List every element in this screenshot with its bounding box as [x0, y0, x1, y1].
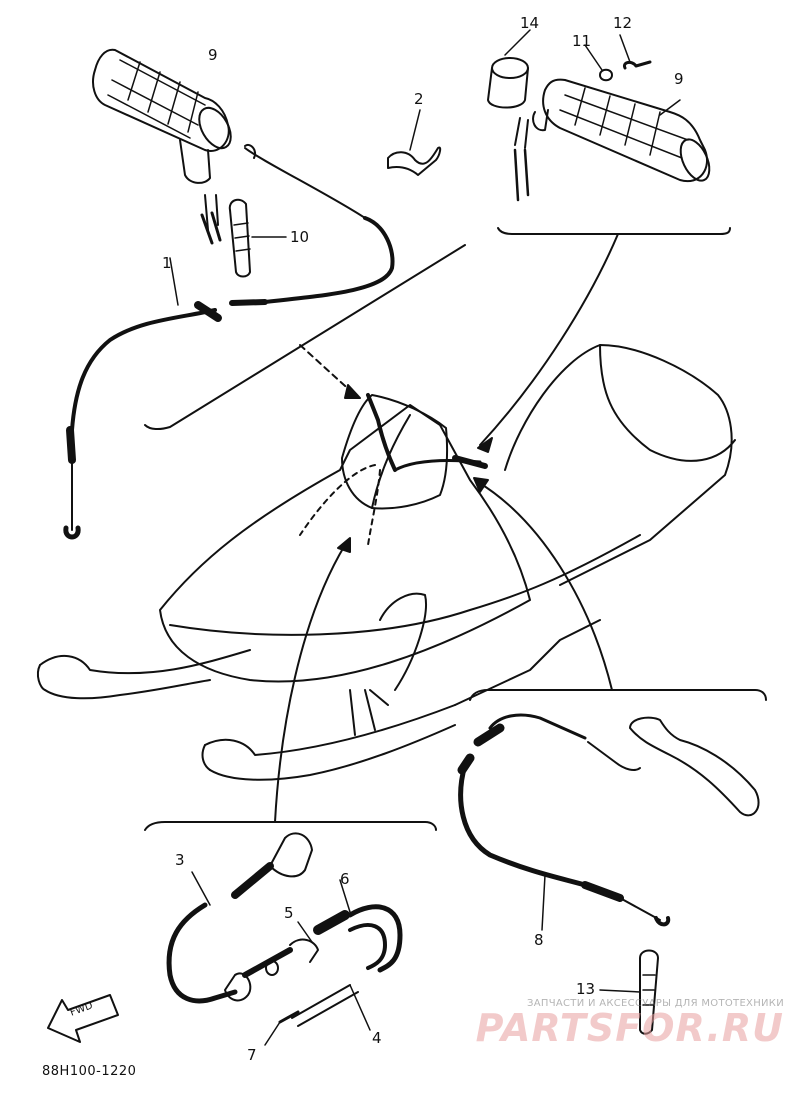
callout-plunger: 5 [284, 904, 294, 922]
callout-bolt: 12 [613, 14, 633, 32]
brake-cable-assembly-drawing [457, 713, 760, 931]
right-grip-assembly-drawing [487, 29, 711, 202]
callout-tie-wrap-top: 10 [290, 228, 310, 246]
callout-choke-wire: 4 [372, 1029, 382, 1047]
callout-choke-cable: 3 [175, 851, 185, 869]
clip-drawing [387, 109, 442, 176]
callout-hose: 6 [340, 870, 350, 888]
callout-grip-left: 9 [208, 46, 218, 64]
callout-clip: 2 [414, 90, 424, 108]
callout-brake-cable: 8 [534, 931, 544, 949]
throttle-cable-drawing [63, 144, 395, 540]
top-left-group-frame [144, 244, 466, 431]
bottom-left-group-frame [144, 537, 437, 831]
snowmobile-body [36, 344, 736, 781]
bottom-right-group-frame [469, 477, 767, 701]
callout-throttle-cable: 1 [162, 254, 172, 272]
callout-cap: 14 [520, 14, 540, 32]
choke-assembly-drawing [166, 832, 403, 1046]
diagram-code: 88H100-1220 [42, 1064, 137, 1079]
callout-wire-end: 7 [247, 1046, 257, 1064]
tie-wrap-top-drawing [228, 198, 287, 278]
callout-grip-right: 9 [674, 70, 684, 88]
callout-nut: 11 [572, 32, 592, 50]
left-grip-drawing [92, 48, 232, 245]
fwd-arrow-icon [47, 994, 119, 1043]
callout-tie-wrap-bottom: 13 [576, 980, 596, 998]
handlebar-wiring [299, 393, 488, 546]
tie-wrap-bottom-drawing [599, 949, 659, 1035]
top-right-group-frame [477, 227, 731, 453]
